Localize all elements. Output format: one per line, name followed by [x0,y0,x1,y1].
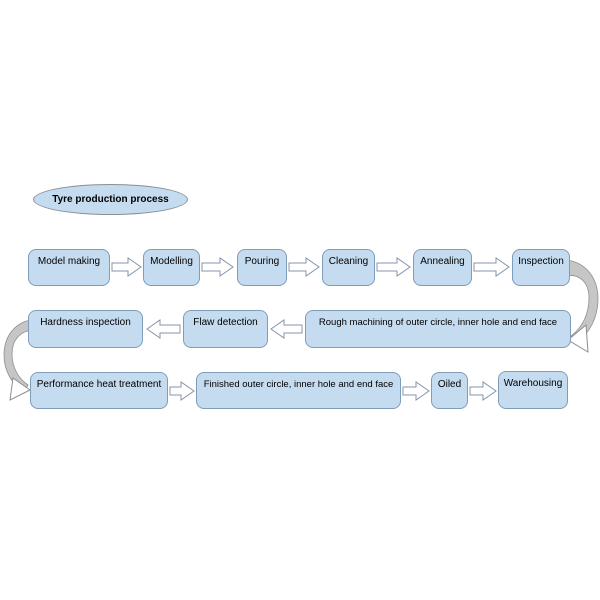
node-label: Inspection [518,256,564,267]
node-label: Hardness inspection [40,317,131,328]
node-label: Oiled [437,379,462,390]
node-performance-heat-treatment: Performance heat treatment [30,372,168,409]
node-annealing: Annealing [413,249,472,286]
node-model-making: Model making [28,249,110,286]
node-label: Pouring [244,256,280,267]
process-title-label: Tyre production process [52,194,169,205]
flow-arrow-left-icon [146,319,181,339]
flow-arrow-right-icon [402,381,430,401]
node-modelling: Modelling [143,249,200,286]
flow-arrow-right-icon [201,257,234,277]
node-label: Warehousing [503,378,563,389]
node-warehousing: Warehousing [498,371,568,409]
node-cleaning: Cleaning [322,249,375,286]
node-rough-machining: Rough machining of outer circle, inner h… [305,310,571,348]
node-label: Finished outer circle, inner hole and en… [203,379,394,390]
flow-arrow-right-icon [288,257,320,277]
node-inspection: Inspection [512,249,570,286]
flow-arrow-right-icon [473,257,510,277]
node-label: Rough machining of outer circle, inner h… [318,317,558,328]
node-label: Annealing [420,256,465,267]
node-pouring: Pouring [237,249,287,286]
node-oiled: Oiled [431,372,468,409]
flow-arrow-right-icon [111,257,142,277]
curved-connector-left-icon [3,319,34,393]
process-title-ellipse: Tyre production process [33,184,188,215]
flow-arrow-right-icon [169,381,195,401]
node-hardness-inspection: Hardness inspection [28,310,143,348]
curved-connector-right-icon [564,259,599,344]
node-flaw-detection: Flaw detection [183,310,268,348]
node-label: Flaw detection [193,317,258,328]
node-label: Modelling [150,256,193,267]
flow-arrow-right-icon [376,257,411,277]
node-label: Cleaning [328,256,369,267]
node-label: Performance heat treatment [36,379,162,390]
curved-connector-right-arrowhead-icon [567,323,589,353]
node-label: Model making [37,256,101,267]
node-finished-outer-circle: Finished outer circle, inner hole and en… [196,372,401,409]
curved-connector-left-arrowhead-icon [9,377,31,401]
flow-arrow-right-icon [469,381,497,401]
flow-arrow-left-icon [270,319,303,339]
